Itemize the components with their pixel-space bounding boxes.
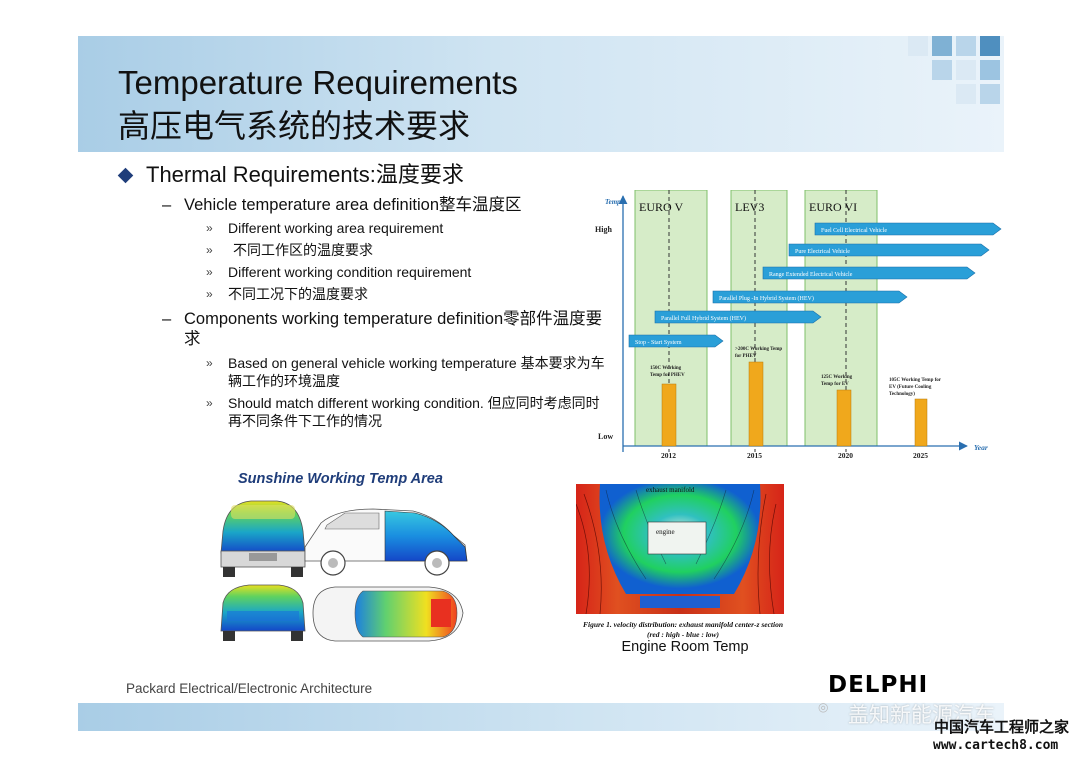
requirements-list: Thermal Requirements:温度要求 – Vehicle temp…: [117, 160, 613, 430]
delphi-logo: DELPHI: [828, 672, 929, 698]
svg-text:Technology): Technology): [889, 392, 915, 397]
arrow-range-extended: Range Extended Electrical Vehicle: [762, 266, 976, 280]
list-item: »Different working area requirement: [206, 220, 444, 236]
wechat-icon: ◎: [818, 700, 829, 714]
svg-text:Parallel Full Hybrid System (H: Parallel Full Hybrid System (HEV): [661, 315, 746, 322]
standard-euro-v: EURO V: [639, 200, 683, 214]
svg-text:>200C Working Temp: >200C Working Temp: [735, 347, 782, 352]
svg-text:EV (Future Cooling: EV (Future Cooling: [889, 385, 932, 390]
footer-band: [78, 703, 1004, 731]
car-top-view: [312, 586, 464, 642]
raquo-icon: »: [206, 221, 213, 235]
bullet-thermal-requirements: Thermal Requirements:温度要求: [117, 160, 613, 190]
svg-text:125C Working: 125C Working: [821, 375, 853, 380]
bullet-vehicle-temperature: – Vehicle temperature area definition整车温…: [162, 196, 522, 214]
header-band: [78, 36, 1004, 152]
engine-room-title: Engine Room Temp: [621, 639, 749, 655]
watermark-site-name: 中国汽车工程师之家: [934, 718, 1070, 736]
engine-room-thermal-image: exhaust manifold engine: [576, 484, 784, 614]
standard-lev3: LEV3: [735, 200, 764, 214]
svg-text:Temp for EV: Temp for EV: [821, 382, 849, 387]
bullet-components-temperature: – Components working temperature definit…: [162, 310, 603, 348]
car-front-view: [220, 500, 306, 577]
footer-architecture-text: Packard Electrical/Electronic Architectu…: [126, 681, 373, 696]
watermark-url: www.cartech8.com: [933, 738, 1059, 753]
exhaust-manifold-label: exhaust manifold: [646, 486, 695, 494]
engine-label: engine: [656, 528, 675, 536]
raquo-icon: »: [206, 356, 213, 370]
svg-text:105C Working Temp for: 105C Working Temp for: [889, 378, 942, 383]
arrow-plug-in-hybrid: Parallel Plug -In Hybrid System (HEV): [712, 290, 908, 304]
diamond-bullet-icon: [117, 167, 134, 184]
list-item: »不同工况下的温度要求: [206, 286, 368, 302]
year-tick: 2015: [747, 451, 762, 460]
arrow-full-hybrid: Parallel Full Hybrid System (HEV): [654, 310, 822, 324]
svg-text:Parallel Plug -In Hybrid Syste: Parallel Plug -In Hybrid System (HEV): [719, 295, 814, 302]
dash-icon: –: [162, 310, 172, 328]
temp-bar-2025: [914, 398, 928, 447]
list-item: »Should match different working conditio…: [206, 395, 600, 429]
svg-text:Temp for PHEV: Temp for PHEV: [650, 373, 685, 378]
emission-timeline-diagram: Temp High Low Year 2012 2015 2020 2025 E…: [595, 190, 1002, 460]
raquo-icon: »: [206, 396, 213, 410]
svg-text:Stop - Start System: Stop - Start System: [635, 340, 682, 346]
svg-text:Range Extended Electrical Vehi: Range Extended Electrical Vehicle: [769, 272, 853, 278]
watermark-brand: 盖知新能源汽车: [848, 703, 995, 727]
svg-text:150C Working: 150C Working: [650, 366, 682, 371]
car-rear-view: [220, 584, 306, 641]
svg-text:Fuel Cell Electrical Vehicle: Fuel Cell Electrical Vehicle: [821, 228, 887, 234]
page-title-cn: 高压电气系统的技术要求: [118, 107, 471, 145]
axis-high-label: High: [595, 225, 612, 234]
raquo-icon: »: [206, 287, 213, 301]
temp-bar-2012: [661, 383, 677, 447]
temp-bar-2015: [748, 361, 764, 447]
raquo-icon: »: [206, 243, 213, 257]
decorative-squares: [908, 36, 1004, 116]
year-tick: 2020: [838, 451, 853, 460]
raquo-icon: »: [206, 265, 213, 279]
car-side-view: [304, 508, 468, 576]
sunshine-thermal-car-image: [213, 491, 475, 667]
list-item: »Different working condition requirement: [206, 264, 472, 280]
temp-bar-2020: [836, 389, 852, 447]
list-item: »Based on general vehicle working temper…: [206, 355, 605, 389]
page-title-en: Temperature Requirements: [118, 64, 518, 101]
axis-year-label: Year: [974, 443, 988, 452]
svg-text:Pure Electrical Vehicle: Pure Electrical Vehicle: [795, 249, 850, 255]
engine-figure-caption: Figure 1. velocity distribution: exhaust…: [582, 620, 783, 639]
list-item: »不同工作区的温度要求: [206, 242, 373, 258]
arrow-fuel-cell: Fuel Cell Electrical Vehicle: [814, 222, 1002, 236]
axis-low-label: Low: [598, 432, 613, 441]
svg-text:for PHEV: for PHEV: [735, 354, 757, 359]
dash-icon: –: [162, 196, 172, 214]
arrow-stop-start: Stop - Start System: [628, 334, 724, 348]
sunshine-title: Sunshine Working Temp Area: [238, 471, 443, 487]
axis-temp-label: Temp: [605, 198, 621, 206]
year-tick: 2012: [661, 451, 676, 460]
year-tick: 2025: [913, 451, 928, 460]
arrow-pure-electric: Pure Electrical Vehicle: [788, 243, 990, 257]
standard-euro-vi: EURO VI: [809, 200, 857, 214]
